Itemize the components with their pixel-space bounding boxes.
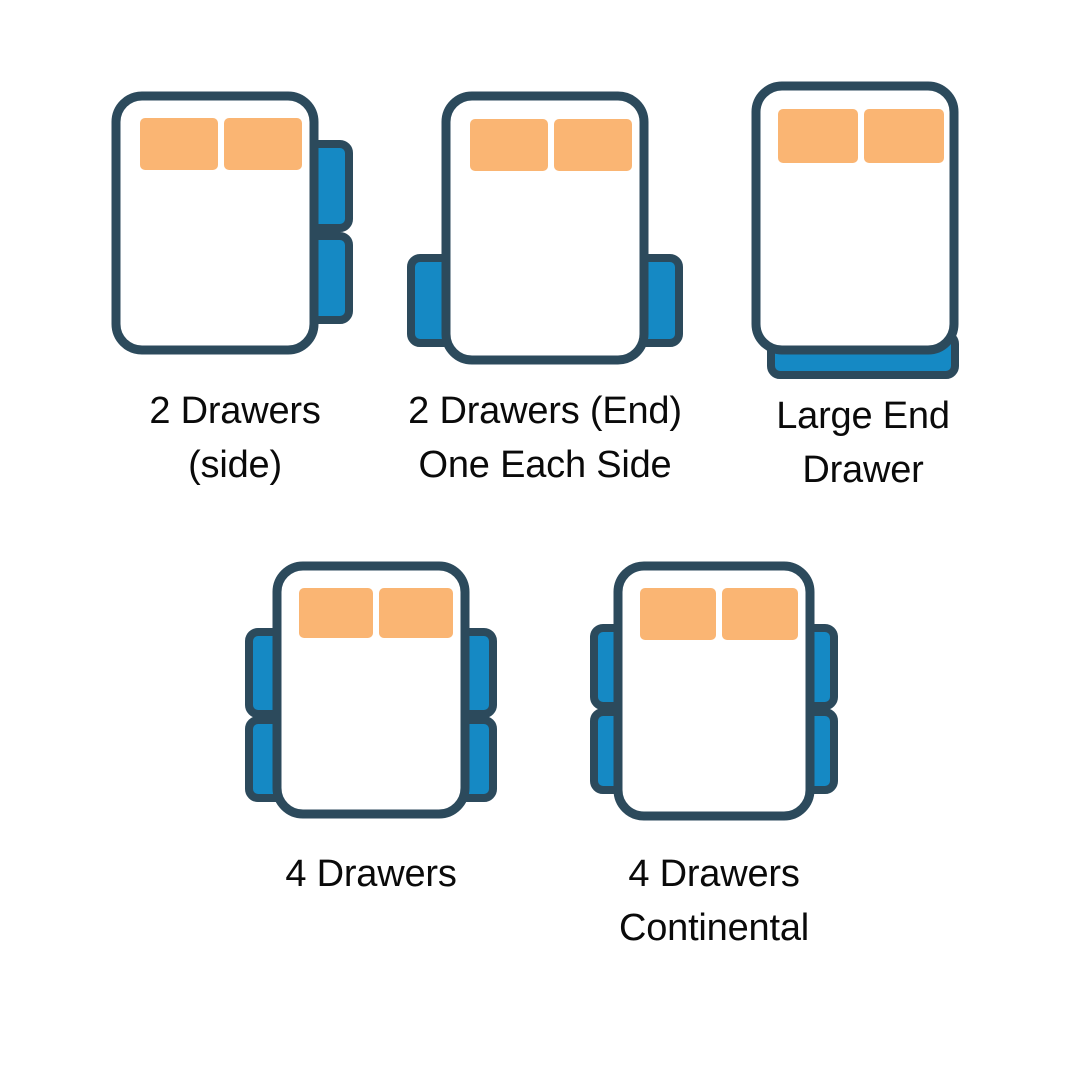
bed-diagram-two-drawers-end xyxy=(407,91,683,365)
bed-option-label-four-drawers: 4 Drawers xyxy=(285,853,457,895)
pillow-right xyxy=(864,109,944,163)
pillow-left xyxy=(140,118,218,170)
pillow-right xyxy=(722,588,798,640)
pillow-left xyxy=(778,109,858,163)
bed-option-four-drawers[interactable]: 4 Drawers xyxy=(243,560,499,895)
bed-option-label-four-drawers-continental: 4 Drawers Continental xyxy=(618,853,810,949)
bed-option-four-drawers-continental[interactable]: 4 Drawers Continental xyxy=(588,560,840,949)
pillow-left xyxy=(640,588,716,640)
pillow-right xyxy=(224,118,302,170)
pillow-right xyxy=(379,588,453,638)
bed-diagram-four-drawers-continental xyxy=(590,561,838,821)
bed-option-two-drawers-end[interactable]: 2 Drawers (End) One Each Side xyxy=(405,90,685,486)
pillow-left xyxy=(299,588,373,638)
bed-diagram-four-drawers xyxy=(245,561,497,819)
bed-diagram-two-drawers-side xyxy=(111,91,353,355)
bed-option-label-two-drawers-side: 2 Drawers (side) xyxy=(149,390,321,486)
pillow-right xyxy=(554,119,632,171)
bed-option-large-end-drawer[interactable]: Large End Drawer xyxy=(750,80,976,491)
bed-option-label-two-drawers-end: 2 Drawers (End) One Each Side xyxy=(408,390,682,486)
bed-option-two-drawers-side[interactable]: 2 Drawers (side) xyxy=(110,90,360,486)
bed-diagram-large-end-drawer xyxy=(751,81,959,379)
bed-option-label-large-end-drawer: Large End Drawer xyxy=(776,395,950,491)
pillow-left xyxy=(470,119,548,171)
